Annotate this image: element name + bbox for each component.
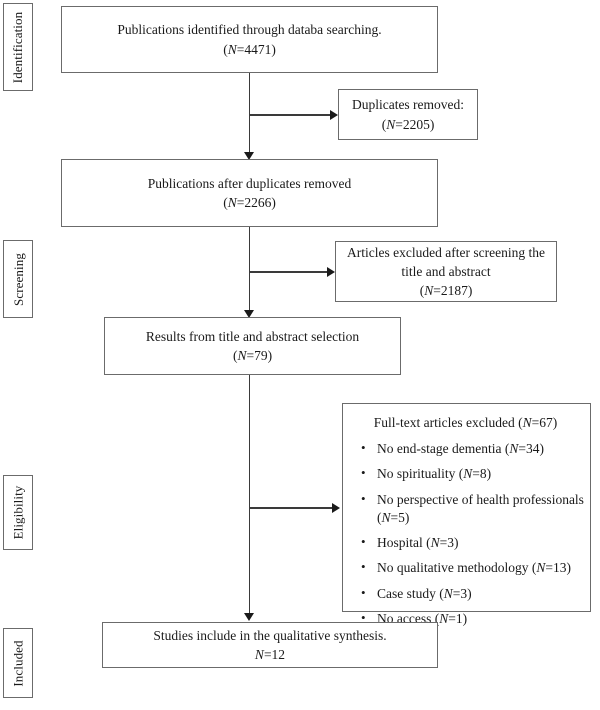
n-italic: N [254, 647, 264, 662]
stage-label-included: Included [3, 628, 33, 698]
arrow-right-to-duplicates-removed [330, 110, 338, 120]
stage-label-identification: Identification [3, 3, 33, 91]
n-italic: N [439, 610, 449, 626]
connector-to-excluded-screening [249, 271, 330, 273]
n-italic: N [381, 509, 391, 525]
list-item: Hospital (N=3) [361, 533, 588, 552]
box-publications-identified: Publications identified through databa s… [61, 6, 438, 73]
list-item: No end-stage dementia (N=34) [361, 439, 588, 458]
box-publications-after-duplicates-count: (N=2266) [223, 195, 276, 210]
box-publications-after-duplicates: Publications after duplicates removed (N… [61, 159, 438, 227]
stage-label-screening-text: Screening [10, 252, 26, 306]
box-duplicates-removed-count: (N=2205) [381, 116, 435, 132]
n-italic: N [430, 535, 440, 551]
n-italic: N [237, 348, 247, 363]
list-item: No spirituality (N=8) [361, 464, 588, 483]
box-publications-identified-line1: Publications identified through databa s… [117, 22, 382, 38]
n-italic: N [386, 116, 396, 132]
n-italic: N [536, 560, 546, 576]
box-fulltext-articles-excluded: Full-text articles excluded (N=67) No en… [342, 403, 591, 626]
exclusion-reason-list: No end-stage dementia (N=34) No spiritua… [347, 439, 588, 628]
arrow-right-to-fulltext-excluded [332, 503, 340, 513]
arrow-down-to-included [244, 613, 254, 621]
box-publications-identified-count: (N=4471) [223, 41, 276, 57]
arrow-down-to-results [244, 310, 254, 318]
box-fulltext-articles-excluded-title: Full-text articles excluded (N=67) [373, 415, 558, 430]
list-item: No qualitative methodology (N=13) [361, 558, 588, 577]
n-italic: N [227, 195, 237, 210]
stage-label-eligibility-text: Eligibility [10, 485, 26, 540]
list-item: No perspective of health professionals (… [361, 490, 588, 527]
n-italic: N [443, 585, 453, 601]
n-italic: N [522, 415, 532, 430]
connector-results-to-included [248, 375, 251, 616]
box-articles-excluded-screening-line1: Articles excluded after screening the [347, 244, 545, 260]
box-studies-included-count: N=12 [254, 647, 286, 662]
box-duplicates-removed-line1: Duplicates removed: [351, 97, 465, 113]
list-item: Case study (N=3) [361, 584, 588, 603]
box-duplicates-removed: Duplicates removed: (N=2205) [338, 89, 478, 140]
stage-label-screening: Screening [3, 240, 33, 318]
stage-label-included-text: Included [10, 639, 26, 687]
connector-to-fulltext-excluded [249, 507, 334, 509]
box-studies-included-line1: Studies include in the qualitative synth… [153, 627, 387, 643]
box-articles-excluded-screening-line2: title and abstract [401, 263, 491, 279]
n-italic: N [509, 441, 519, 457]
stage-label-identification-text: Identification [10, 11, 26, 83]
connector-after-duplicates-to-results [248, 227, 251, 314]
arrow-down-to-after-duplicates [244, 152, 254, 160]
connector-to-duplicates-removed [249, 114, 333, 116]
box-results-title-abstract-line1: Results from title and abstract selectio… [145, 328, 360, 344]
box-publications-after-duplicates-line1: Publications after duplicates removed [147, 175, 352, 191]
box-studies-included: Studies include in the qualitative synth… [102, 622, 438, 668]
box-results-title-abstract-count: (N=79) [232, 348, 273, 363]
n-italic: N [463, 466, 473, 482]
stage-label-eligibility: Eligibility [3, 475, 33, 550]
box-results-title-abstract: Results from title and abstract selectio… [104, 317, 401, 375]
n-italic: N [227, 41, 237, 57]
box-articles-excluded-screening-count: (N=2187) [419, 283, 473, 299]
n-italic: N [424, 283, 434, 299]
box-articles-excluded-screening: Articles excluded after screening the ti… [335, 241, 557, 302]
arrow-right-to-excluded-screening [327, 267, 335, 277]
